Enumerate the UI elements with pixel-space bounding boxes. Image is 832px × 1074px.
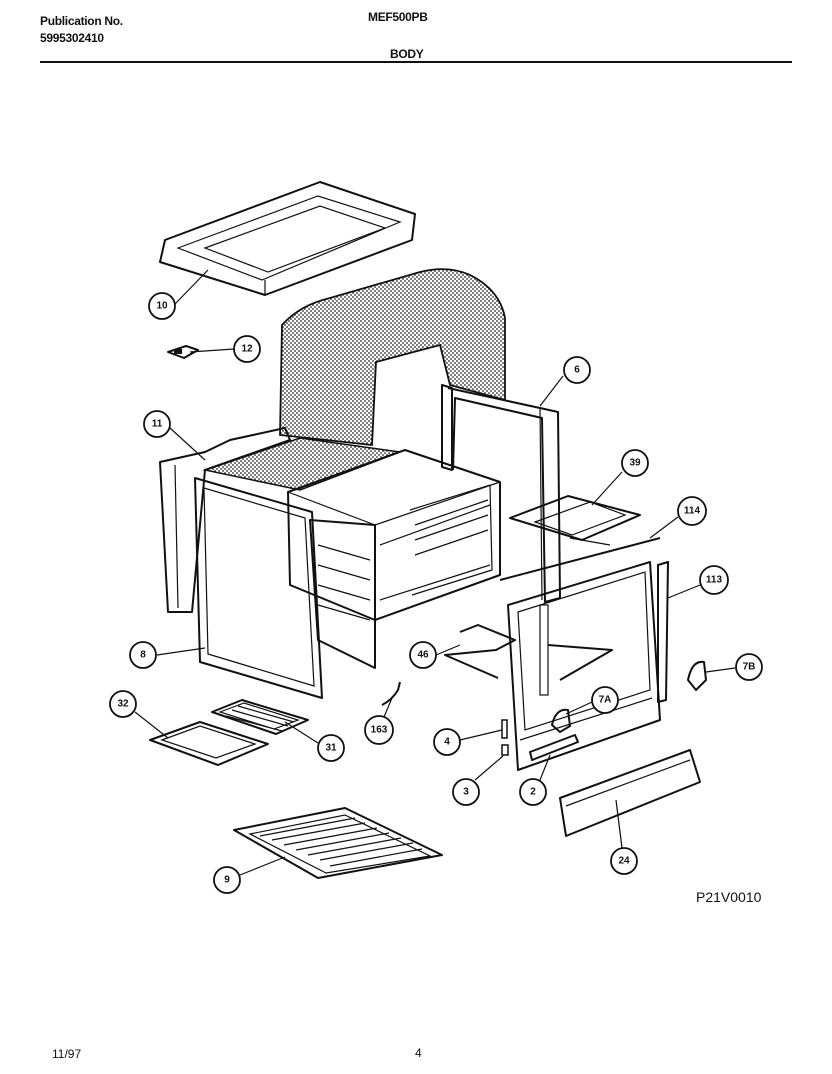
svg-text:6: 6 <box>574 365 580 376</box>
svg-text:3: 3 <box>463 787 469 798</box>
footer-date: 11/97 <box>52 1047 82 1061</box>
callout-8: 8 <box>129 641 157 669</box>
svg-text:2: 2 <box>530 787 536 798</box>
svg-text:11: 11 <box>152 419 163 430</box>
side-frame-panel <box>194 477 323 699</box>
callout-114: 114 <box>677 496 707 526</box>
left-side-panel <box>159 427 291 613</box>
callout-113: 113 <box>699 565 729 595</box>
callout-39: 39 <box>621 449 649 477</box>
header-rule <box>40 61 792 63</box>
svg-text:39: 39 <box>629 458 641 469</box>
callout-7B: 7B <box>735 653 763 681</box>
publication-number: 5995302410 <box>40 31 104 45</box>
right-side-panel <box>441 384 561 603</box>
kick-panel <box>559 749 701 837</box>
callout-163: 163 <box>364 715 394 745</box>
svg-text:113: 113 <box>706 575 723 586</box>
svg-text:7B: 7B <box>743 662 756 673</box>
section-title: BODY <box>390 47 424 61</box>
trim-strip <box>529 734 579 761</box>
bracket-plate <box>509 495 641 546</box>
figure-code: P21V0010 <box>696 889 762 905</box>
svg-text:8: 8 <box>140 650 146 661</box>
wire-163 <box>381 681 401 706</box>
broiler-pan <box>149 721 269 766</box>
svg-text:7A: 7A <box>599 695 612 706</box>
callout-2: 2 <box>519 778 547 806</box>
oven-rack <box>233 807 443 879</box>
hinge-7a <box>551 708 571 733</box>
oven-cavity <box>287 449 501 669</box>
small-bracket <box>167 345 199 359</box>
heating-element <box>444 624 613 681</box>
svg-text:24: 24 <box>618 856 630 867</box>
svg-text:114: 114 <box>684 506 701 517</box>
leader-lines <box>134 269 736 876</box>
callout-4: 4 <box>433 728 461 756</box>
publication-label: Publication No. <box>40 14 123 28</box>
callout-12: 12 <box>233 335 261 363</box>
insulation-blanket <box>202 268 506 491</box>
callout-7A: 7A <box>591 686 619 714</box>
callout-9: 9 <box>213 866 241 894</box>
svg-text:163: 163 <box>371 725 388 736</box>
front-frame <box>507 561 661 771</box>
callout-24: 24 <box>610 847 638 875</box>
callout-32: 32 <box>109 690 137 718</box>
fastener-4 <box>501 719 508 739</box>
callout-6: 6 <box>563 356 591 384</box>
footer-page-number: 4 <box>415 1046 422 1060</box>
svg-text:10: 10 <box>156 301 168 312</box>
model-number: MEF500PB <box>368 10 428 24</box>
callout-3: 3 <box>452 778 480 806</box>
svg-text:4: 4 <box>444 737 450 748</box>
svg-text:32: 32 <box>117 699 129 710</box>
callout-46: 46 <box>409 641 437 669</box>
svg-text:46: 46 <box>417 650 429 661</box>
svg-text:31: 31 <box>325 743 337 754</box>
svg-text:9: 9 <box>224 875 230 886</box>
support-rod <box>499 537 661 581</box>
callout-11: 11 <box>143 410 171 438</box>
callout-10: 10 <box>148 292 176 320</box>
svg-text:12: 12 <box>241 344 253 355</box>
callout-31: 31 <box>317 734 345 762</box>
hinge-7b <box>687 660 707 691</box>
gasket-strip <box>657 561 669 703</box>
cooktop-top-panel <box>159 181 416 296</box>
fastener-3 <box>501 744 509 756</box>
broiler-insert <box>211 699 309 735</box>
